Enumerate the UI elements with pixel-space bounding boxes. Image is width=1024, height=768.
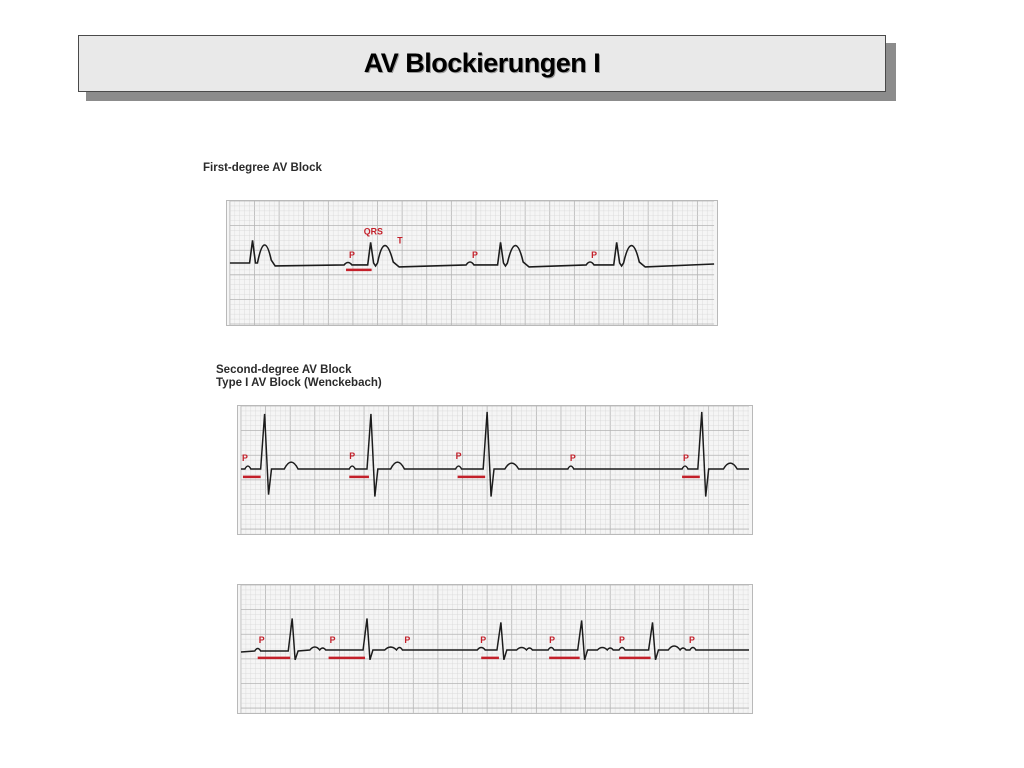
ecg-trace [229,240,715,268]
p-wave-label: P [570,453,576,463]
p-wave-label: P [549,635,555,645]
ecg-strip-first-degree: P QRS T P P [226,200,718,326]
p-wave-label: P [259,635,265,645]
ecg-trace [240,411,750,497]
second-degree-caption: Second-degree AV Block [216,364,352,376]
p-wave-label: P [404,635,410,645]
p-wave-label: P [591,250,597,260]
p-wave-label: P [330,635,336,645]
ecg-grid [240,585,750,713]
ecg-trace [240,618,750,661]
ecg-strip-wenckebach-svg: P P P P P [240,406,750,534]
p-wave-label: P [472,250,478,260]
p-wave-label: P [456,451,462,461]
slide-title: AV Blockierungen I [363,48,601,78]
p-wave-label: P [689,635,695,645]
p-wave-label: P [349,250,355,260]
ecg-strip-wenckebach-2-svg: P P P P P P P [240,585,750,713]
p-wave-label: P [683,453,689,463]
p-wave-label: P [242,453,248,463]
p-wave-label: P [619,635,625,645]
ecg-strip-wenckebach: P P P P P [237,405,753,535]
wenckebach-caption: Type I AV Block (Wenckebach) [216,377,382,389]
first-degree-caption: First-degree AV Block [203,162,322,174]
ecg-strip-first-degree-svg: P QRS T P P [229,201,715,325]
p-wave-label: P [349,451,355,461]
ecg-grid [240,406,750,534]
title-box: AV Blockierungen I [78,35,886,92]
qrs-label: QRS [364,226,383,236]
t-wave-label: T [397,235,403,245]
ecg-strip-wenckebach-2: P P P P P P P [237,584,753,714]
p-wave-label: P [480,635,486,645]
